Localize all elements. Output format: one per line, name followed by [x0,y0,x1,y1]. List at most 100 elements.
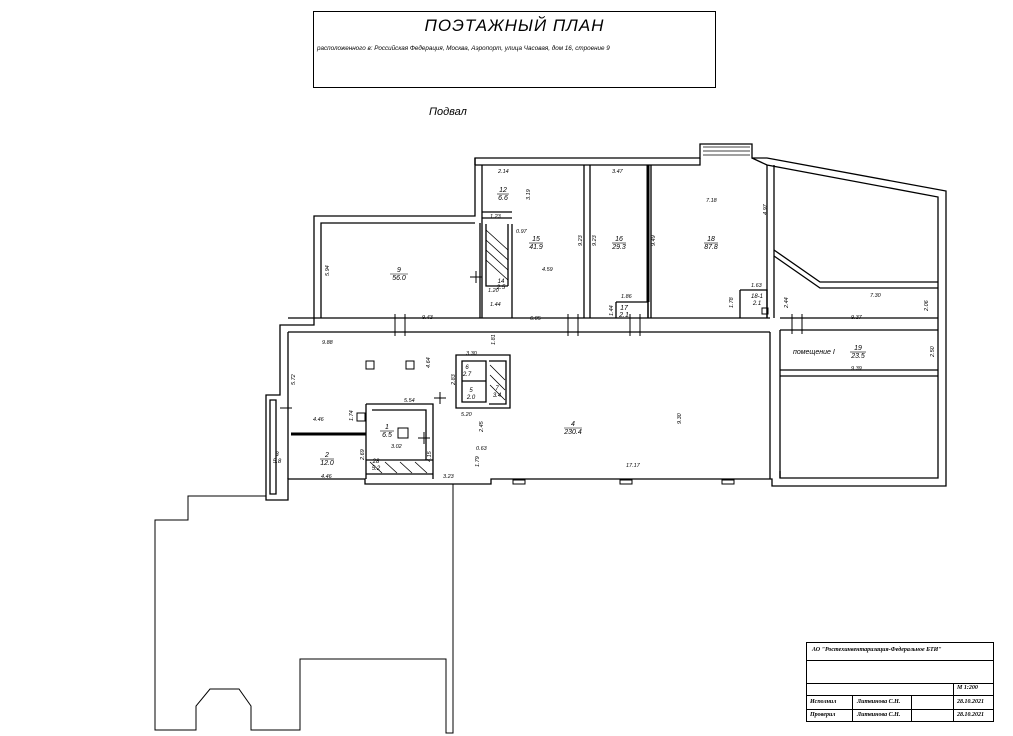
room-16-num: 16 [615,236,623,243]
room-7-area: 3.4 [493,393,502,399]
dim: 3.02 [391,444,402,450]
label-underlines [320,193,866,460]
room-18-1 [739,289,768,318]
dim: 1.23 [490,214,502,220]
stair-block [455,354,511,409]
room-15-num: 15 [532,236,540,243]
dim: 2.14 [497,169,509,175]
dim: 1.63 [751,283,763,289]
room-12-area: 6.6 [498,195,508,202]
room-2-area: 12.0 [320,460,334,467]
dim: 5.72 [291,374,297,385]
dim: 9.37 [851,315,863,321]
title-block: ПОЭТАЖНЫЙ ПЛАН расположенного в: Российс… [313,11,716,88]
room-18-1-area: 2.1 [752,301,761,307]
room-9-area: 56.0 [392,275,406,282]
dim: 1.86 [621,294,633,300]
room-6-area: 2.7 [462,372,472,378]
room-19-area: 23.5 [850,353,865,360]
room-28-num: 28 [372,459,380,465]
stamp-row2-date: 28.10.2021 [957,712,984,718]
room-4-area: 230.4 [563,429,582,436]
dim: 1.44 [490,302,501,308]
title-stamp: АО "Ростехинвентаризация-Федеральное БТИ… [806,642,994,722]
dim: 4.59 [542,267,553,273]
columns [356,307,769,485]
dim: 2.44 [784,297,790,309]
plan-address: расположенного в: Российская Федерация, … [317,45,610,52]
dim: 3.19 [526,189,532,200]
room-5-area: 2.0 [466,395,476,401]
dim: 5.20 [461,412,473,418]
dim: 9.43 [422,315,434,321]
room-18-1-num: 18-1 [751,294,763,300]
floor-label: Подвал [429,106,467,118]
dim: 1.74 [349,410,355,421]
stamp-organization: АО "Ростехинвентаризация-Федеральное БТИ… [812,647,942,653]
room-17-area: 2.1 [618,312,629,319]
room-1-num: 1 [385,424,389,431]
dim: 5.94 [325,265,331,276]
dim: 1.44 [609,305,615,316]
dim: 9.49 [651,235,657,246]
dim: 1.81 [491,334,497,345]
thick-walls [291,165,650,436]
stair-hatching [369,146,750,474]
dim: 9.39 [851,366,862,372]
left-column [269,399,277,495]
room-9-num: 9 [397,267,401,274]
dim: 9.30 [677,412,683,424]
dim: 3.23 [443,474,455,480]
room-19-label: помещение I [793,349,835,356]
room-3-num: 3 [275,452,279,458]
dim: 4.46 [321,474,333,480]
room-labels: 9 56.0 12 6.6 14 2.5 15 41.9 16 29.3 17 … [273,187,865,472]
room-2-num: 2 [324,452,329,459]
room-12-num: 12 [499,187,507,194]
stamp-row1-role: Исполнил [810,699,837,705]
dim: 4.15 [427,450,433,462]
room-4-num: 4 [571,421,575,428]
dim: 1.78 [729,296,735,308]
stamp-row2-role: Проверил [810,712,836,718]
stamp-row1-name: Литвинова С.Н. [857,699,901,705]
room-16-area: 29.3 [611,244,626,251]
room-7-num: 7 [495,386,499,392]
dim: 9.23 [578,234,584,246]
plan-title: ПОЭТАЖНЫЙ ПЛАН [424,16,605,35]
door-marks [280,271,803,444]
dim: 2.45 [479,420,485,433]
room-19-num: 19 [854,345,862,352]
dim: 1.79 [475,456,481,467]
rooms-12-14 [482,211,512,287]
room-18-diagonal [773,249,938,289]
room-28-area: 5.2 [372,466,381,472]
annex-outline [154,484,454,734]
dim: 0.97 [516,229,528,235]
room-18-num: 18 [707,236,715,243]
dim: 2.83 [451,373,457,386]
dim: 7.30 [870,293,882,299]
room-14-area: 2.5 [496,285,506,291]
stamp-scale: М 1:200 [957,685,978,691]
dim: 9.88 [322,340,334,346]
dim: 9.23 [592,234,598,246]
dim: 3.30 [466,351,478,357]
room-17-num: 17 [620,305,629,312]
dim: 6.05 [530,316,542,322]
dim: 1.20 [488,288,500,294]
lower-left-rooms [365,403,434,479]
dim: 2.50 [930,345,936,358]
dim: 4.97 [763,203,769,215]
room-6-num: 6 [465,365,469,371]
room-5-num: 5 [469,388,473,394]
room-1-area: 6.5 [382,432,392,439]
wall-outlines [265,143,947,501]
dim: 5.54 [404,398,415,404]
dim: 2.69 [360,449,366,461]
dim: 4.46 [313,417,325,423]
dim: 2.06 [924,299,930,312]
dim: 17.17 [626,463,641,469]
dim: 0.63 [476,446,488,452]
